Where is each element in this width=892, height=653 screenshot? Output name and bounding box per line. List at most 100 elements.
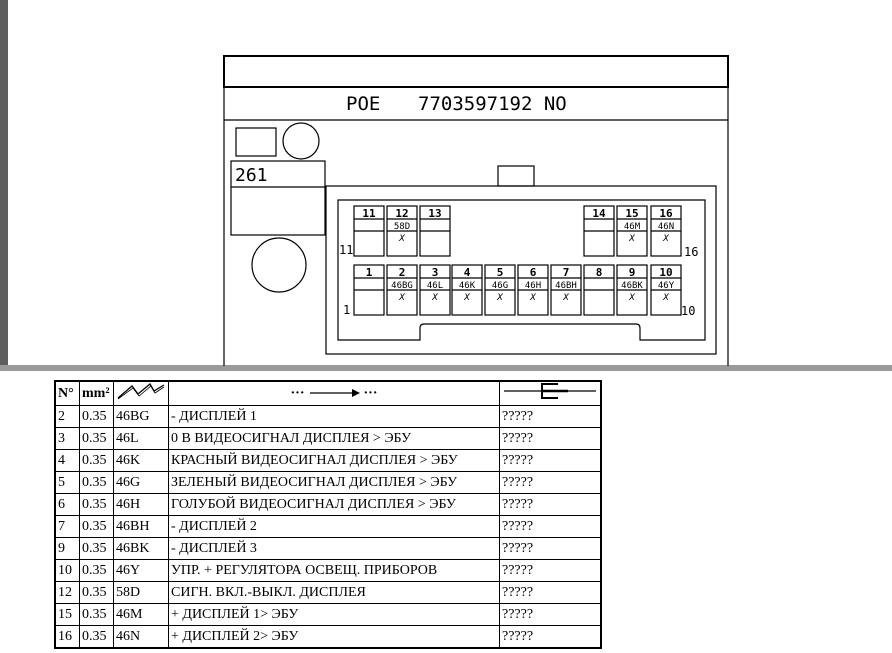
cell-wire: 46G [113,471,169,494]
connector-part-number: 7703597192 NO [418,93,567,115]
cell-function: + ДИСПЛЕЙ 2> ЭБУ [168,625,500,649]
pin-wire-code: 46K [459,281,476,291]
connector-title: POE [346,93,380,115]
pin-number: 6 [530,266,537,279]
cell-destination: ????? [499,603,602,626]
pin-number: 14 [592,207,606,220]
cell-wire: 46BH [113,515,169,538]
pin-mark: X [431,293,438,303]
component-number: 261 [235,165,268,186]
small-box-symbol [235,127,277,157]
pin-number: 11 [362,207,376,220]
pin-wire-code: 46L [427,281,443,291]
cell-section: 0.35 [79,515,114,538]
cell-section: 0.35 [79,559,114,582]
header-section: mm² [79,380,114,406]
edge-label-top-right: 16 [684,245,698,259]
connector-pin: 14 [583,205,615,257]
cell-number: 3 [54,427,80,450]
cell-section: 0.35 [79,449,114,472]
cell-function: ЗЕЛЕНЫЙ ВИДЕОСИГНАЛ ДИСПЛЕЯ > ЭБУ [168,471,500,494]
cell-number: 2 [54,405,80,428]
cell-function: - ДИСПЛЕЙ 1 [168,405,500,428]
pin-wire-code: 46H [525,281,541,291]
cell-destination: ????? [499,471,602,494]
connector-pin: 8 [583,264,615,316]
cell-wire: 46BG [113,405,169,428]
edge-label-top-left: 11 [339,243,353,257]
cell-function: 0 В ВИДЕОСИГНАЛ ДИСПЛЕЯ > ЭБУ [168,427,500,450]
pin-wire-code: 58D [394,222,410,232]
pin-mark: X [662,293,669,303]
table-header-row: N° mm² ··· ··· [54,380,602,406]
cell-destination: ????? [499,537,602,560]
pin-wire-code: 46G [492,281,508,291]
cell-number: 4 [54,449,80,472]
viewer-left-border [0,0,8,366]
cell-function: УПР. + РЕГУЛЯТОРА ОСВЕЩ. ПРИБОРОВ [168,559,500,582]
pin-number: 9 [629,266,636,279]
cell-number: 6 [54,493,80,516]
cell-number: 5 [54,471,80,494]
connector-cavity-outline [337,199,706,341]
cell-number: 9 [54,537,80,560]
wire-table: N° mm² ··· ··· [54,380,602,649]
pin-wire-code: 46M [624,222,641,232]
edge-label-bottom-right: 10 [681,304,695,318]
pin-number: 8 [596,266,603,279]
cell-section: 0.35 [79,537,114,560]
connector-latch [497,165,535,187]
cell-number: 16 [54,625,80,649]
pin-number: 4 [464,266,471,279]
cell-wire: 46Y [113,559,169,582]
pin-mark: X [628,234,635,244]
cell-section: 0.35 [79,625,114,649]
cell-function: - ДИСПЛЕЙ 2 [168,515,500,538]
pin-mark: X [628,293,635,303]
cell-destination: ????? [499,405,602,428]
cell-destination: ????? [499,427,602,450]
pin-number: 13 [428,207,441,220]
header-wire [113,380,169,406]
pin-number: 15 [625,207,638,220]
cell-wire: 46H [113,493,169,516]
header-function-left: ··· [290,385,305,401]
arrow-right-icon [310,389,360,398]
cell-wire: 46M [113,603,169,626]
viewer-divider [0,365,892,371]
cell-destination: ????? [499,515,602,538]
pin-wire-code: 46BG [391,281,413,291]
pin-wire-code: 46BH [555,281,577,291]
pin-mark: X [398,293,405,303]
header-number: N° [54,380,80,406]
edge-label-bottom-left: 1 [343,303,350,317]
pin-mark: X [562,293,569,303]
cell-section: 0.35 [79,493,114,516]
cell-function: СИГН. ВКЛ.-ВЫКЛ. ДИСПЛЕЯ [168,581,500,604]
header-function: ··· ··· [168,380,500,406]
connector-drawing: POE 7703597192 NO 261 11 16 1 10 11 1258D… [223,55,729,366]
cell-function: + ДИСПЛЕЙ 1> ЭБУ [168,603,500,626]
pin-wire-code: 46Y [658,281,675,291]
connector-plug-icon [504,383,596,399]
cell-wire: 46N [113,625,169,649]
cell-section: 0.35 [79,603,114,626]
pin-number: 5 [497,266,504,279]
connector-pin: 15 46M X [616,205,648,257]
